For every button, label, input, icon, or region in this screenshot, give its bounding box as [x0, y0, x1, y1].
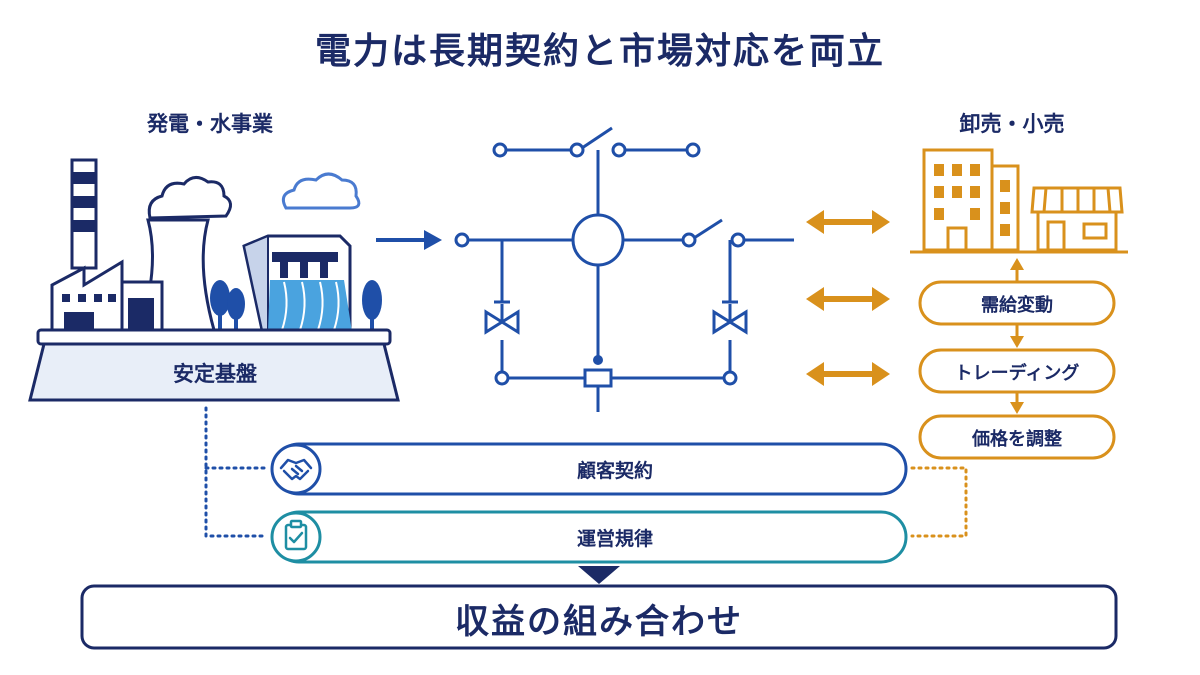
- operational-discipline-label: 運営規律: [576, 528, 653, 550]
- valve-icon: [712, 300, 748, 335]
- down-arrow: [578, 566, 620, 584]
- office-building-icon: [922, 148, 1020, 252]
- dotted-connectors: [204, 406, 968, 538]
- valve-icon: [484, 300, 520, 335]
- process-step-box: [918, 280, 1116, 326]
- circuit-network: [454, 126, 794, 412]
- process-step-label: 価格を調整: [972, 429, 1062, 450]
- chimney-icon: [70, 158, 98, 270]
- customer-contract-label: 顧客契約: [576, 460, 653, 482]
- hydro-dam-icon: [242, 234, 352, 332]
- stable-base-label: 安定基盤: [173, 362, 257, 386]
- result-box: [80, 584, 1118, 650]
- double-arrow: [806, 210, 890, 234]
- power-plant-illustration: [28, 158, 400, 402]
- factory-icon: [50, 259, 164, 332]
- process-flow: [918, 258, 1116, 460]
- operational-discipline-bar: [270, 510, 908, 564]
- page-title: 電力は長期契約と市場対応を両立: [314, 31, 885, 72]
- double-arrow: [806, 362, 890, 386]
- cloud-icon: [281, 172, 361, 210]
- process-step-box: [918, 348, 1116, 394]
- stable-base-platform: [28, 328, 400, 402]
- tree-icon: [210, 280, 382, 332]
- steam-icon: [147, 176, 232, 220]
- double-arrow: [806, 287, 890, 311]
- junction-node: [593, 355, 603, 365]
- clipboard-check-icon: [284, 519, 308, 551]
- customer-contract-bar: [270, 442, 908, 496]
- retail-heading: 卸売・小売: [959, 112, 1065, 136]
- process-step-label: トレーディング: [954, 363, 1080, 384]
- handshake-icon: [279, 458, 313, 481]
- result-label: 収益の組み合わせ: [455, 602, 743, 642]
- generation-heading: 発電・水事業: [147, 112, 273, 136]
- process-step-label: 需給変動: [981, 295, 1053, 316]
- process-step-box: [918, 414, 1116, 460]
- flow-arrow: [376, 230, 442, 250]
- store-icon: [1030, 186, 1124, 252]
